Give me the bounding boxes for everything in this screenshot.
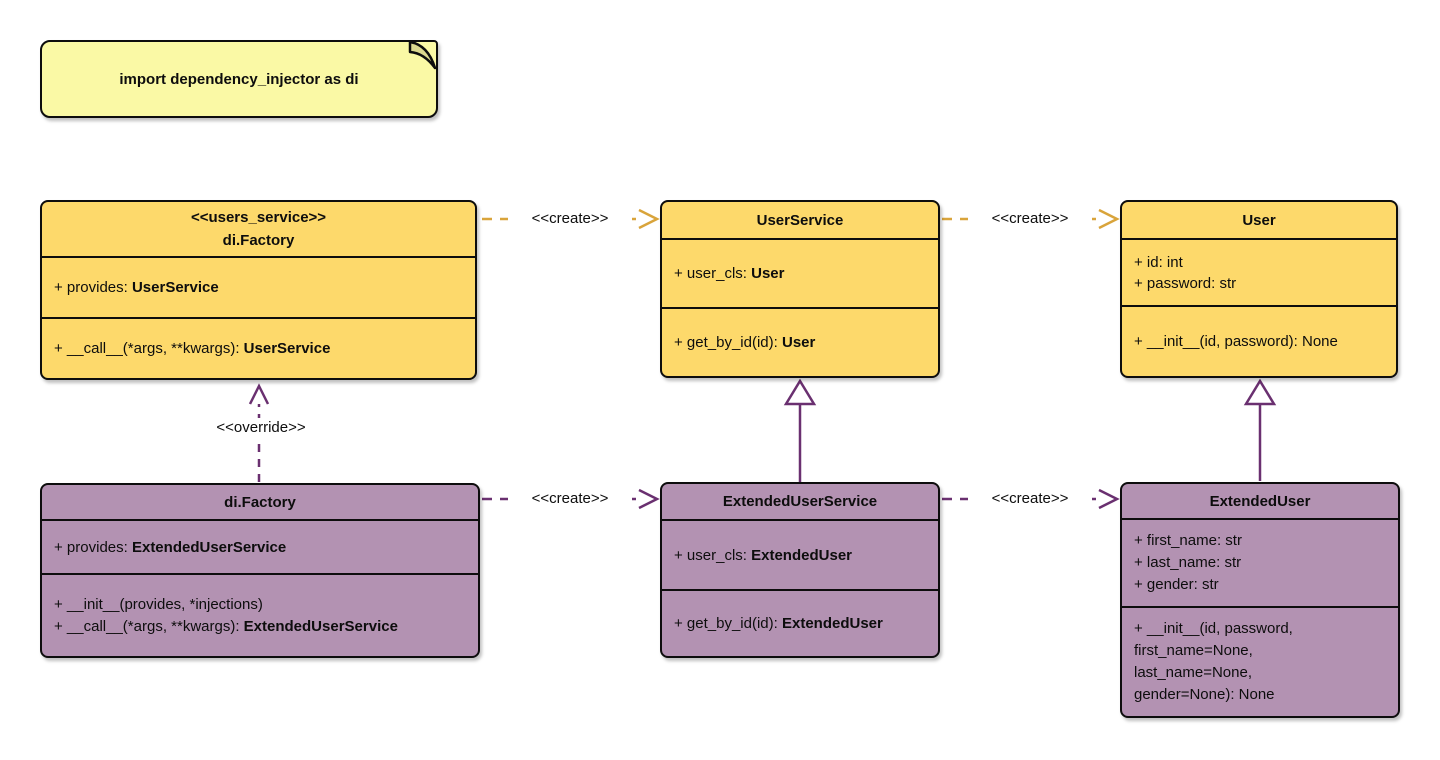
create-label: <<create>> <box>508 489 632 508</box>
method-line: last_name=None, <box>1134 664 1252 681</box>
method-line: + __init__(provides, *injections) <box>54 595 263 613</box>
class-name: ExtendedUserService <box>722 493 878 510</box>
note-fold-icon <box>408 40 437 70</box>
attributes-compartment: + provides: ExtendedUserService <box>42 519 478 573</box>
create-label: <<create>> <box>508 209 632 228</box>
inheritance-arrow-extendeduserservice-to-userservice <box>783 378 817 482</box>
attributes-compartment: + provides: UserService <box>42 256 475 317</box>
method-line: + get_by_id(id): ExtendedUser <box>674 615 883 632</box>
attribute-line: + first_name: str <box>1134 532 1242 549</box>
attributes-compartment: + id: int + password: str <box>1122 238 1396 305</box>
methods-compartment: + __init__(provides, *injections) + __ca… <box>42 573 478 656</box>
attribute-line: + last_name: str <box>1134 554 1242 571</box>
attribute-line: + user_cls: ExtendedUser <box>674 546 852 564</box>
open-arrowhead-icon <box>1098 488 1120 510</box>
attributes-compartment: + user_cls: User <box>662 238 938 307</box>
method-line: + __init__(id, password): None <box>1134 333 1338 350</box>
attributes-compartment: + first_name: str + last_name: str + gen… <box>1122 518 1398 606</box>
attribute-line: + provides: ExtendedUserService <box>54 538 287 556</box>
class-header: UserService <box>662 202 938 238</box>
create-label: <<create>> <box>968 489 1092 508</box>
method-line: + __call__(*args, **kwargs): UserService <box>54 340 331 357</box>
class-header: <<users_service>> di.Factory <box>42 202 475 256</box>
open-arrowhead-icon <box>638 488 660 510</box>
methods-compartment: + __init__(id, password, first_name=None… <box>1122 606 1398 716</box>
class-header: ExtendedUserService <box>662 484 938 519</box>
class-header: User <box>1122 202 1396 238</box>
class-name: di.Factory <box>222 232 295 249</box>
methods-compartment: + __call__(*args, **kwargs): UserService <box>42 317 475 378</box>
open-arrowhead-icon <box>638 208 660 230</box>
override-label: <<override>> <box>196 418 326 437</box>
class-extended-factory: di.Factory + provides: ExtendedUserServi… <box>40 483 480 658</box>
methods-compartment: + get_by_id(id): User <box>662 307 938 376</box>
methods-compartment: + get_by_id(id): ExtendedUser <box>662 589 938 656</box>
class-extended-user-service: ExtendedUserService + user_cls: Extended… <box>660 482 940 658</box>
class-name: User <box>1242 211 1276 229</box>
hollow-triangle-icon <box>1243 378 1277 406</box>
note-text: import dependency_injector as di <box>119 70 359 88</box>
class-header: ExtendedUser <box>1122 484 1398 518</box>
class-stereotype: <<users_service>> <box>190 209 327 226</box>
class-name: UserService <box>756 211 844 229</box>
class-users-service-factory: <<users_service>> di.Factory + provides:… <box>40 200 477 380</box>
class-header: di.Factory <box>42 485 478 519</box>
open-arrowhead-icon <box>1098 208 1120 230</box>
class-name: ExtendedUser <box>1209 492 1311 510</box>
class-extended-user: ExtendedUser + first_name: str + last_na… <box>1120 482 1400 718</box>
hollow-triangle-icon <box>783 378 817 406</box>
open-arrowhead-icon <box>248 383 270 405</box>
method-line: first_name=None, <box>1134 642 1253 659</box>
inheritance-arrow-extendeduser-to-user <box>1243 378 1277 481</box>
method-line: + get_by_id(id): User <box>674 334 816 351</box>
attribute-line: + provides: UserService <box>54 279 219 296</box>
attributes-compartment: + user_cls: ExtendedUser <box>662 519 938 589</box>
attribute-line: + id: int <box>1134 253 1183 271</box>
create-label: <<create>> <box>968 209 1092 228</box>
class-user-service: UserService + user_cls: User + get_by_id… <box>660 200 940 378</box>
attribute-line: + user_cls: User <box>674 265 785 282</box>
method-line: + __init__(id, password, <box>1134 620 1293 637</box>
note: import dependency_injector as di <box>40 40 438 118</box>
method-line: + __call__(*args, **kwargs): ExtendedUse… <box>54 617 398 635</box>
attribute-line: + password: str <box>1134 274 1237 292</box>
method-line: gender=None): None <box>1134 686 1275 703</box>
class-user: User + id: int + password: str + __init_… <box>1120 200 1398 378</box>
attribute-line: + gender: str <box>1134 576 1219 593</box>
class-name: di.Factory <box>224 493 296 511</box>
methods-compartment: + __init__(id, password): None <box>1122 305 1396 376</box>
